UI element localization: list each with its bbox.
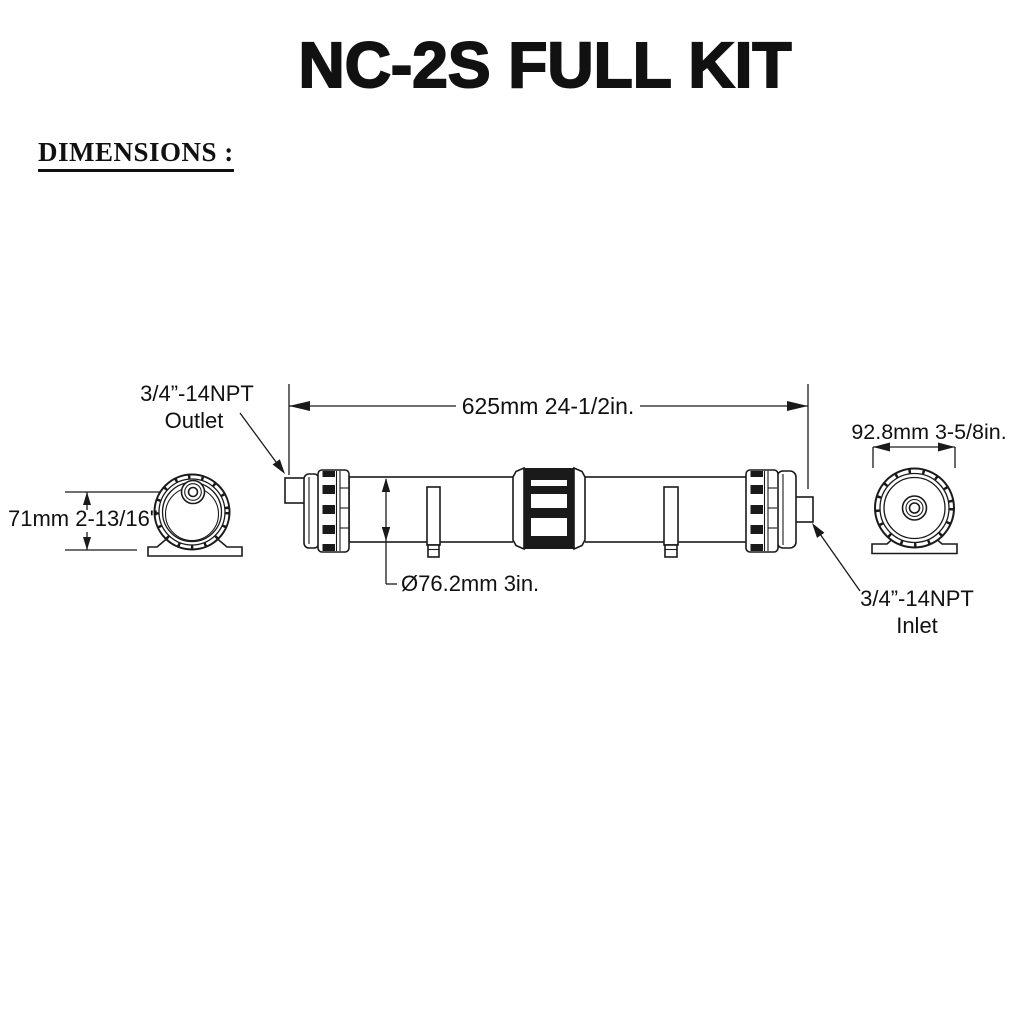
- left-cap-outer-ring: [153, 473, 231, 551]
- collar-slot: [750, 471, 763, 477]
- coupling-rib-3: [531, 508, 567, 518]
- clip-foot: [664, 544, 678, 558]
- clip-strap: [663, 486, 679, 546]
- outlet-leader-line: [239, 412, 277, 463]
- height-dim-arrow-down: [83, 537, 91, 550]
- outlet-callout: 3/4”-14NPT Outlet: [140, 381, 285, 474]
- coupling-rib-4: [531, 536, 567, 549]
- tube-diameter-dimension-text: Ø76.2mm 3in.: [401, 571, 539, 596]
- collar-slot: [322, 505, 335, 514]
- inlet-label-line1: 3/4”-14NPT: [860, 586, 974, 611]
- collar-slot: [750, 505, 763, 514]
- overall-length-dimension: 625mm 24-1/2in.: [288, 384, 809, 489]
- coupling-column-right: [567, 468, 574, 549]
- inlet-callout: 3/4”-14NPT Inlet: [812, 523, 974, 638]
- diameter-arrow-up: [381, 478, 391, 492]
- housing-side-view: 625mm 24-1/2in. Ø76.2mm 3in.: [284, 384, 814, 596]
- mounting-clip-left: [426, 486, 441, 558]
- left-cap-ring2: [158, 478, 226, 546]
- length-arrow-right: [787, 401, 808, 411]
- center-coupling: [512, 466, 586, 551]
- outlet-nipple: [284, 477, 307, 504]
- tube-diameter-dimension: Ø76.2mm 3in.: [381, 478, 539, 596]
- inlet-nipple: [793, 496, 814, 523]
- coupling-flange-right: [573, 466, 586, 551]
- dimensions-heading: DIMENSIONS :: [38, 137, 234, 172]
- inlet-port-hole: [908, 502, 921, 514]
- coupling-rib-1: [531, 468, 567, 480]
- right-cap-ring3: [883, 476, 946, 540]
- outlet-port-hole: [187, 486, 199, 498]
- collar-slot: [322, 471, 335, 477]
- inlet-leader-arrow: [812, 523, 825, 538]
- length-arrow-left: [289, 401, 310, 411]
- right-cap-knurl-ticks: [875, 469, 954, 547]
- cap-dim-arrow-right: [938, 442, 955, 452]
- outlet-leader-arrow: [272, 459, 285, 474]
- collar-slot: [750, 544, 763, 551]
- right-end-cap: [745, 469, 814, 553]
- diameter-arrow-down: [381, 527, 391, 541]
- inlet-leader-line: [819, 533, 861, 592]
- left-plug: [303, 473, 320, 549]
- collar-slot: [322, 525, 335, 534]
- overall-length-dimension-text: 625mm 24-1/2in.: [462, 393, 635, 419]
- outlet-label-line1: 3/4”-14NPT: [140, 381, 254, 406]
- right-plug: [776, 470, 797, 549]
- coupling-column-left: [524, 468, 531, 549]
- coupling-flange-left: [512, 466, 525, 551]
- height-dim-arrow-up: [83, 492, 91, 505]
- cap-dim-arrow-left: [873, 442, 890, 452]
- right-cap-ring2: [879, 472, 950, 544]
- left-cap-knurl-ticks: [154, 474, 230, 550]
- coupling-rib-2: [531, 486, 567, 494]
- left-end-cap: [284, 469, 350, 553]
- left-end-view: 71mm 2-13/16": [8, 473, 243, 557]
- mounting-clip-right: [663, 486, 679, 558]
- outlet-port-ring: [184, 483, 202, 501]
- collar-slot: [750, 525, 763, 534]
- collar-slot: [750, 485, 763, 494]
- page-title: NC-2S FULL KIT: [297, 29, 792, 101]
- outlet-height-dimension-text: 71mm 2-13/16": [8, 506, 158, 531]
- inlet-port-ring: [905, 498, 924, 518]
- right-end-view: 92.8mm 3-5/8in.: [851, 420, 1007, 555]
- outlet-label-line2: Outlet: [165, 408, 224, 433]
- collar-slot: [322, 544, 335, 551]
- clip-strap: [426, 486, 441, 546]
- cap-diameter-dimension-text: 92.8mm 3-5/8in.: [851, 420, 1006, 444]
- collar-slot: [322, 485, 335, 494]
- clip-foot: [427, 544, 440, 558]
- inlet-label-line2: Inlet: [896, 613, 938, 638]
